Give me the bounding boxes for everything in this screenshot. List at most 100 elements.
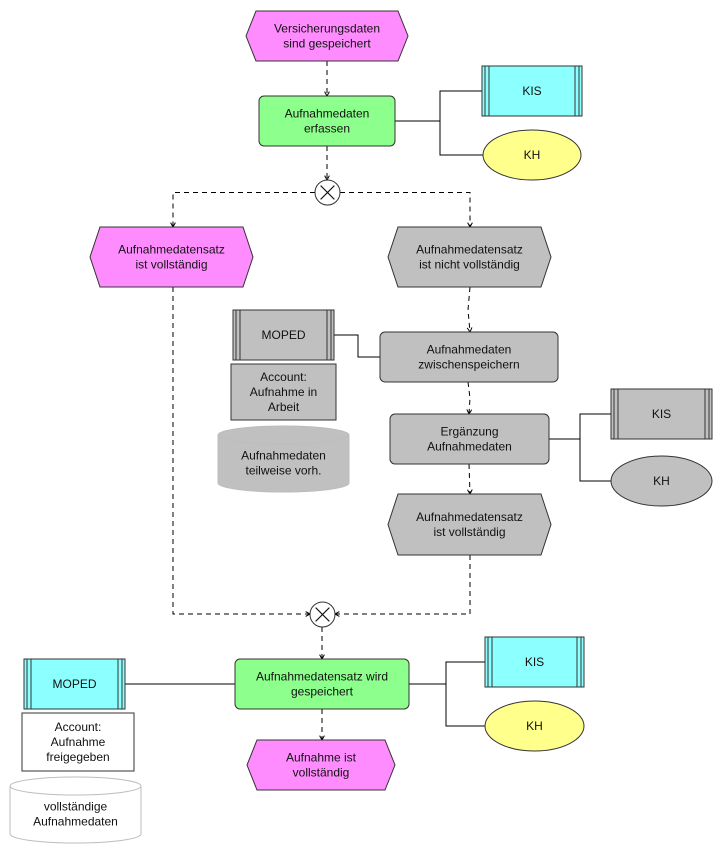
system-box bbox=[23, 658, 126, 710]
org-unit-ellipse bbox=[484, 700, 585, 752]
connector-xor_split-to-ev_incomplete bbox=[340, 192, 471, 227]
connector-ev_complete_1-to-xor_join bbox=[172, 287, 310, 615]
org-unit-ellipse bbox=[482, 129, 582, 181]
node-label-line: Ergänzung bbox=[440, 425, 498, 439]
org-kh-2-node[interactable]: KH bbox=[610, 455, 713, 507]
sys-kis-3-node[interactable]: KIS bbox=[484, 636, 585, 688]
document-box bbox=[230, 363, 337, 421]
node-label-line: Aufnahme bbox=[51, 735, 106, 749]
node-label-line: Aufnahmedaten bbox=[427, 343, 512, 357]
xor-split-node[interactable] bbox=[314, 179, 341, 206]
connector-ev_complete_2-to-xor_join bbox=[335, 555, 471, 615]
function-box bbox=[389, 413, 550, 465]
connection-layer bbox=[125, 61, 611, 742]
node-label-line: Versicherungsdaten bbox=[274, 22, 380, 36]
event-hexagon bbox=[387, 226, 552, 288]
document-box bbox=[21, 712, 135, 772]
sys-moped-2-node[interactable]: MOPED bbox=[23, 658, 126, 710]
connector-fn_buffer-to-fn_supplement bbox=[467, 381, 471, 415]
node-label-line: Aufnahme ist bbox=[286, 751, 357, 765]
event-hexagon bbox=[246, 739, 396, 791]
org-unit-ellipse bbox=[610, 455, 713, 507]
node-label-line: Aufnahmedatensatz bbox=[416, 243, 523, 257]
system-box bbox=[481, 65, 583, 117]
node-label-line: ist vollständig bbox=[433, 525, 505, 539]
database-body bbox=[9, 786, 142, 844]
connector-fn_supplement-to-ev_complete_2 bbox=[468, 463, 471, 495]
org-kh-3-node[interactable]: KH bbox=[484, 700, 585, 752]
node-label-line: Aufnahmedaten bbox=[241, 449, 326, 463]
org-kh-1-node[interactable]: KH bbox=[482, 129, 582, 181]
node-label-line: teilweise vorh. bbox=[245, 464, 321, 478]
node-label-line: freigegeben bbox=[46, 750, 109, 764]
node-label-line: zwischenspeichern bbox=[418, 358, 519, 372]
node-label-line: Account: bbox=[260, 370, 307, 384]
connector-fn_store-to-org_kh_3 bbox=[445, 684, 485, 727]
node-label-line: MOPED bbox=[261, 328, 305, 342]
node-label-line: Account: bbox=[55, 720, 102, 734]
node-label-line: erfassen bbox=[304, 122, 350, 136]
function-box bbox=[234, 658, 410, 710]
node-label-line: vollständig bbox=[293, 766, 350, 780]
node-label-line: Aufnahmedaten bbox=[33, 815, 118, 829]
system-box bbox=[232, 309, 335, 361]
function-box bbox=[379, 331, 559, 383]
node-label-line: Aufnahmedatensatz bbox=[118, 243, 225, 257]
node-label-line: Aufnahmedaten bbox=[285, 107, 370, 121]
connector-fn_capture-to-org_kh_1 bbox=[439, 121, 483, 156]
node-label-line: KIS bbox=[522, 84, 541, 98]
connector-fn_buffer-to-sys_moped_1 bbox=[334, 334, 380, 358]
sys-moped-1-node[interactable]: MOPED bbox=[232, 309, 335, 361]
node-label-line: KIS bbox=[652, 407, 671, 421]
node-label-line: ist nicht vollständig bbox=[419, 258, 520, 272]
connector-fn_capture-to-sys_kis_1 bbox=[395, 90, 482, 122]
database-top bbox=[9, 776, 142, 796]
system-box bbox=[610, 388, 713, 440]
node-label-line: ist vollständig bbox=[135, 258, 207, 272]
event-hexagon bbox=[387, 493, 552, 556]
sys-kis-2-node[interactable]: KIS bbox=[610, 388, 713, 440]
system-box bbox=[484, 636, 585, 688]
node-label-line: KH bbox=[524, 148, 541, 162]
database-top bbox=[217, 425, 350, 445]
node-label-line: gespeichert bbox=[291, 685, 354, 699]
node-label-line: Aufnahmedaten bbox=[427, 440, 512, 454]
connector-ev_incomplete-to-fn_buffer bbox=[467, 286, 471, 333]
event-hexagon bbox=[89, 226, 254, 288]
function-box bbox=[258, 95, 396, 147]
node-label-line: Aufnahmedatensatz wird bbox=[256, 670, 388, 684]
connector-fn_supplement-to-sys_kis_2 bbox=[549, 413, 611, 440]
xor-cross bbox=[315, 607, 330, 622]
connector-fn_store-to-sys_kis_3 bbox=[409, 661, 485, 685]
node-label-line: MOPED bbox=[52, 677, 96, 691]
xor-join-node[interactable] bbox=[309, 601, 336, 628]
node-label-line: Aufnahme in bbox=[250, 385, 317, 399]
node-label-line: Aufnahmedatensatz bbox=[416, 510, 523, 524]
node-label-line: Arbeit bbox=[268, 400, 300, 414]
connector-xor_split-to-ev_complete_1 bbox=[172, 192, 315, 227]
sys-kis-1-node[interactable]: KIS bbox=[481, 65, 583, 117]
node-label-line: KIS bbox=[525, 655, 544, 669]
node-label-line: KH bbox=[653, 474, 670, 488]
connector-fn_supplement-to-org_kh_2 bbox=[579, 439, 611, 482]
node-label-line: KH bbox=[526, 719, 543, 733]
arrowhead bbox=[466, 327, 473, 334]
node-label-line: sind gespeichert bbox=[283, 37, 371, 51]
node-label-line: vollständige bbox=[44, 800, 108, 814]
database-body bbox=[217, 435, 350, 493]
